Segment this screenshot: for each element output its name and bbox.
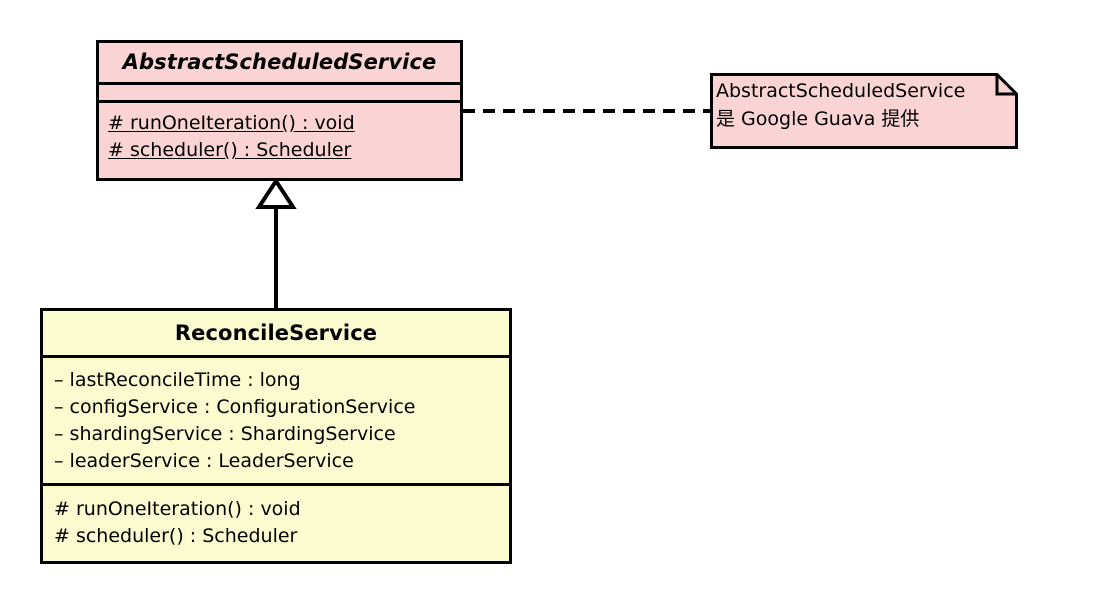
note-text-guava: AbstractScheduledService 是 Google Guava …	[716, 80, 966, 130]
attribute-config-service: – configService : ConfigurationService	[54, 396, 416, 418]
note-guava[interactable]: AbstractScheduledService 是 Google Guava …	[710, 73, 1018, 149]
attributes-compartment-reconcile-service: – lastReconcileTime : long – configServi…	[43, 355, 509, 483]
operation-scheduler: # scheduler() : Scheduler	[108, 139, 352, 161]
attribute-sharding-service: – shardingService : ShardingService	[54, 423, 396, 445]
operations-compartment-reconcile-service: # runOneIteration() : void # scheduler()…	[43, 483, 509, 561]
operation-run-one-iteration: # runOneIteration() : void	[108, 112, 355, 134]
class-name-reconcile-service: ReconcileService	[174, 321, 378, 345]
class-box-abstract-scheduled-service[interactable]: AbstractScheduledService # runOneIterati…	[96, 40, 463, 181]
note-shape-icon	[710, 73, 1018, 149]
attribute-leader-service: – leaderService : LeaderService	[54, 450, 354, 472]
generalization-hollow-triangle-icon	[255, 177, 297, 209]
attributes-compartment-empty	[99, 82, 460, 100]
class-name-abstract-scheduled-service: AbstractScheduledService	[122, 50, 437, 74]
operation-scheduler: # scheduler() : Scheduler	[54, 525, 298, 547]
generalization-connector	[255, 177, 297, 308]
operations-compartment-abstract: # runOneIteration() : void # scheduler()…	[99, 100, 460, 178]
attribute-last-reconcile-time: – lastReconcileTime : long	[54, 369, 301, 391]
operation-row: # scheduler() : Scheduler	[108, 137, 460, 164]
class-box-reconcile-service[interactable]: ReconcileService – lastReconcileTime : l…	[40, 308, 512, 564]
operation-row: # runOneIteration() : void	[108, 110, 460, 137]
operation-run-one-iteration: # runOneIteration() : void	[54, 498, 301, 520]
